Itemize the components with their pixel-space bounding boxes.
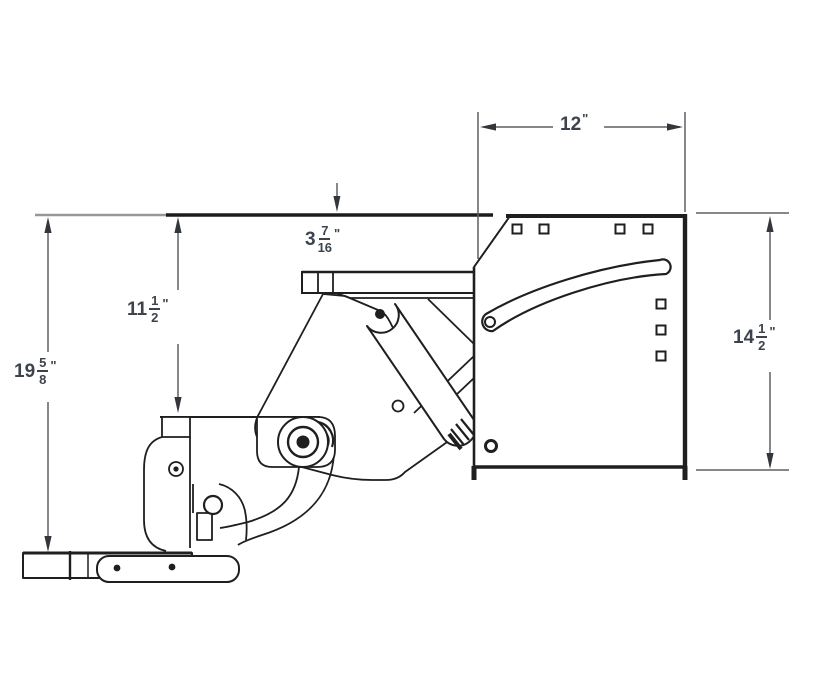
step-bracket (143, 416, 335, 552)
dimension-value: 12 (560, 114, 582, 135)
panel-chamfer (473, 215, 511, 268)
step-tread (22, 551, 240, 583)
step-rivet (113, 564, 121, 572)
bracket-tab (161, 416, 191, 438)
arrowhead-down (44, 536, 52, 552)
dimension-value: 11 (127, 298, 148, 320)
arrowhead-up (174, 217, 182, 233)
dimension-overall-height (44, 217, 52, 552)
neck-inner-curve (219, 466, 300, 529)
main-pivot (256, 416, 336, 468)
dimension-fraction: 1 2 (756, 321, 768, 353)
inch-mark: " (769, 323, 776, 339)
inch-mark: " (334, 225, 341, 241)
arm-end-hatch (447, 418, 475, 451)
neck-corner (218, 483, 248, 541)
step-rivet (168, 563, 176, 571)
dimension-fraction: 5 8 (37, 355, 49, 387)
step-pad (96, 555, 240, 583)
dimension-label-housing-height: 14 1 2 " (733, 322, 776, 352)
fraction-denominator: 2 (758, 338, 766, 353)
fraction-numerator: 5 (37, 355, 49, 372)
fraction-denominator: 16 (317, 240, 333, 255)
bracket-notch (196, 512, 213, 541)
inch-mark: " (582, 111, 589, 126)
dimension-value: 3 (305, 228, 316, 250)
fraction-numerator: 1 (149, 293, 161, 310)
dimension-mid-height (174, 217, 182, 413)
panel-mounting-holes (511, 223, 667, 362)
curved-support-arm (481, 258, 672, 333)
panel-lower-pivot (484, 439, 498, 453)
inch-mark: " (50, 357, 57, 373)
dimension-label-top-width: 12" (560, 111, 589, 135)
arrowhead-left (480, 123, 496, 131)
fraction-numerator: 7 (319, 223, 331, 240)
dimension-fraction: 7 16 (318, 224, 332, 254)
arm-end-pivot (484, 316, 496, 328)
inch-mark: " (162, 295, 169, 311)
step-housing-panel (471, 214, 688, 480)
dimension-housing-height (696, 212, 789, 471)
mounting-flange (301, 270, 475, 299)
arm-pivot-dot (375, 309, 385, 319)
arrowhead-down (333, 196, 341, 212)
arrowhead-right (667, 123, 683, 131)
arrowhead-down (766, 453, 774, 469)
neck-outer-curve (237, 452, 335, 546)
arrowhead-up (766, 216, 774, 232)
fraction-denominator: 2 (151, 310, 159, 325)
dimension-value: 19 (14, 360, 36, 382)
bracket-hole (202, 494, 224, 516)
fraction-numerator: 1 (756, 321, 768, 338)
plate-hole (391, 399, 405, 413)
dimension-value: 14 (733, 326, 755, 348)
dimension-label-mid-height: 11 1 2 " (127, 294, 169, 324)
dimension-fraction: 1 2 (149, 293, 161, 325)
arrowhead-up (44, 217, 52, 233)
dimension-label-overall-height: 19 5 8 " (14, 356, 57, 386)
dimension-top-width (477, 112, 686, 259)
arrowhead-down (174, 397, 182, 413)
dimension-label-flange-offset: 3 7 16 " (305, 224, 340, 254)
fraction-denominator: 8 (39, 372, 47, 387)
